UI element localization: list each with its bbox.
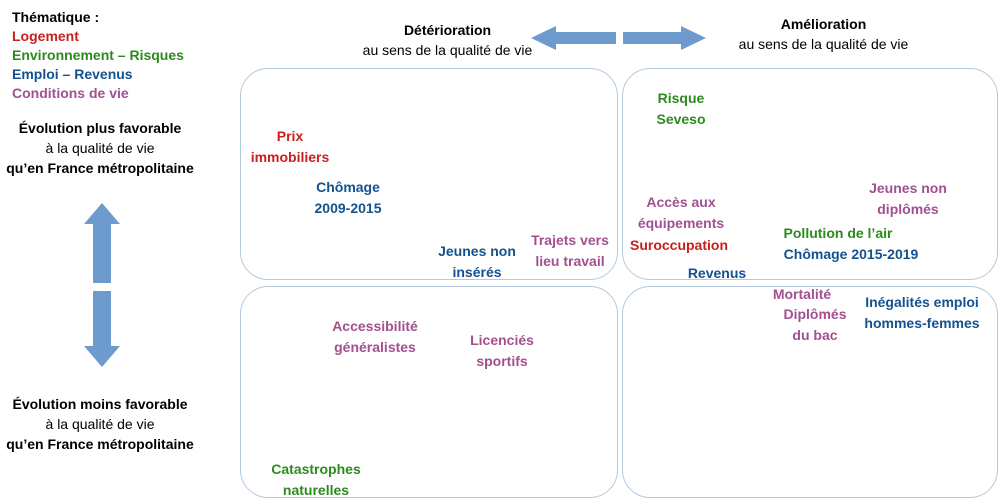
- indicator-label-line: immobiliers: [250, 149, 330, 165]
- arrow-up-icon: [84, 203, 120, 283]
- indicator-label-line: Licenciés: [470, 332, 534, 348]
- axis-left-line1: Détérioration: [403, 22, 492, 38]
- indicator-label-line: 2009-2015: [314, 200, 382, 216]
- indicator-label: Chômage 2009-2015: [315, 177, 382, 219]
- indicator-label: Mortalité: [773, 284, 831, 305]
- indicator-label-line: Accessibilité: [332, 318, 418, 334]
- axis-top-line1: Évolution plus favorable: [18, 120, 182, 136]
- legend-item-environnement: Environnement – Risques: [12, 47, 184, 63]
- axis-right-label: Amélioration au sens de la qualité de vi…: [706, 14, 941, 54]
- axis-left-label: Détérioration au sens de la qualité de v…: [330, 20, 565, 60]
- axis-bottom-line2: à la qualité de vie: [45, 416, 155, 432]
- axis-left-line2: au sens de la qualité de vie: [362, 42, 533, 58]
- indicator-label-line: sportifs: [476, 353, 528, 369]
- indicator-label-line: Jeunes non: [438, 243, 516, 259]
- indicator-label: Accès aux équipements: [638, 192, 724, 234]
- indicator-label: Catastrophes naturelles: [271, 459, 360, 501]
- arrow-down-icon: [84, 291, 120, 367]
- axis-top-label: Évolution plus favorable à la qualité de…: [0, 118, 200, 178]
- indicator-label-line: Pollution de l’air: [783, 225, 893, 241]
- indicator-label: Prix immobiliers: [251, 126, 330, 168]
- quadrant-top-left: [240, 68, 618, 280]
- indicator-label-line: Jeunes non: [869, 180, 947, 196]
- indicator-label: Trajets vers lieu travail: [531, 230, 609, 272]
- indicator-label-line: généralistes: [334, 339, 416, 355]
- quadrant-bottom-left: [240, 286, 618, 498]
- indicator-label: Licenciés sportifs: [470, 330, 534, 372]
- indicator-label-line: Prix: [276, 128, 304, 144]
- indicator-label-line: insérés: [452, 264, 502, 280]
- indicator-label-line: Chômage: [316, 179, 380, 195]
- indicator-label-line: naturelles: [282, 482, 350, 498]
- legend: Thématique : Logement Environnement – Ri…: [12, 8, 184, 103]
- legend-item-emploi: Emploi – Revenus: [12, 66, 133, 82]
- axis-bottom-line3: qu’en France métropolitaine: [6, 436, 194, 452]
- indicator-label-line: Seveso: [656, 111, 706, 127]
- indicator-label-line: Trajets vers: [531, 232, 609, 248]
- indicator-label-line: Diplômés: [783, 306, 847, 322]
- legend-title: Thématique :: [12, 9, 100, 25]
- indicator-label: Jeunes non insérés: [438, 241, 516, 283]
- indicator-label-line: du bac: [792, 327, 838, 343]
- quadrant-top-right: [622, 68, 998, 280]
- indicator-label: Pollution de l’air: [784, 223, 893, 244]
- indicator-label: Inégalités emploi hommes-femmes: [864, 292, 979, 334]
- indicator-label-line: diplômés: [877, 201, 939, 217]
- indicator-label-line: Risque: [657, 90, 705, 106]
- indicator-label-line: Revenus: [687, 265, 747, 281]
- indicator-label-line: hommes-femmes: [864, 315, 980, 331]
- axis-top-line2: à la qualité de vie: [45, 140, 155, 156]
- legend-item-conditions: Conditions de vie: [12, 85, 129, 101]
- indicator-label: Diplômés du bac: [783, 304, 846, 346]
- indicator-label-line: lieu travail: [535, 253, 605, 269]
- indicator-label-line: Suroccupation: [629, 237, 729, 253]
- indicator-label: Revenus: [688, 263, 746, 284]
- axis-right-line2: au sens de la qualité de vie: [738, 36, 909, 52]
- indicator-label: Accessibilité généralistes: [332, 316, 418, 358]
- indicator-label: Chômage 2015-2019: [784, 244, 919, 265]
- quadrant-bottom-right: [622, 286, 998, 498]
- indicator-label-line: équipements: [637, 215, 725, 231]
- legend-item-logement: Logement: [12, 28, 79, 44]
- indicator-label: Jeunes non diplômés: [869, 178, 947, 220]
- indicator-label-line: Accès aux: [646, 194, 716, 210]
- axis-right-line1: Amélioration: [780, 16, 867, 32]
- axis-top-line3: qu’en France métropolitaine: [6, 160, 194, 176]
- axis-bottom-line1: Évolution moins favorable: [12, 396, 188, 412]
- indicator-label-line: Catastrophes: [271, 461, 361, 477]
- indicator-label-line: Chômage 2015-2019: [783, 246, 919, 262]
- arrow-left-icon: [531, 26, 616, 50]
- indicator-label-line: Mortalité: [772, 286, 832, 302]
- indicator-label-line: Inégalités emploi: [865, 294, 979, 310]
- axis-bottom-label: Évolution moins favorable à la qualité d…: [0, 394, 200, 454]
- indicator-label: Suroccupation: [630, 235, 728, 256]
- arrow-right-icon: [623, 26, 706, 50]
